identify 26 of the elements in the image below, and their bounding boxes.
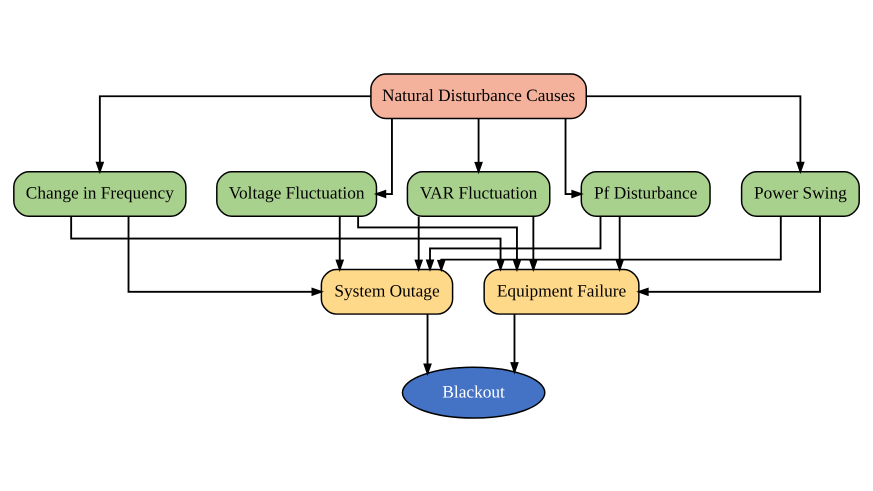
arrow — [374, 118, 393, 198]
arrow — [436, 216, 782, 272]
arrow — [564, 118, 584, 198]
arrow — [128, 216, 324, 296]
arrow — [414, 216, 424, 272]
node-box: Power Swing — [740, 170, 860, 217]
node-box: Equipment Failure — [483, 268, 640, 314]
node-ellipse: Blackout — [402, 366, 546, 418]
arrow — [636, 216, 821, 296]
arrow — [70, 216, 505, 272]
node-box: Voltage Fluctuation — [216, 170, 378, 217]
arrow — [474, 118, 483, 174]
arrow — [510, 314, 519, 374]
arrow — [426, 216, 602, 272]
node-box: VAR Fluctuation — [406, 170, 550, 217]
arrow — [96, 94, 371, 174]
node-box: Pf Disturbance — [580, 170, 711, 217]
arrow — [423, 314, 432, 376]
arrow — [335, 216, 344, 272]
node-box: System Outage — [320, 268, 454, 314]
node-box: Change in Frequency — [13, 170, 187, 217]
arrow — [529, 216, 538, 272]
arrow — [615, 216, 624, 272]
arrow — [357, 216, 522, 272]
arrow — [586, 94, 805, 174]
node-box: Natural Disturbance Causes — [370, 72, 587, 119]
